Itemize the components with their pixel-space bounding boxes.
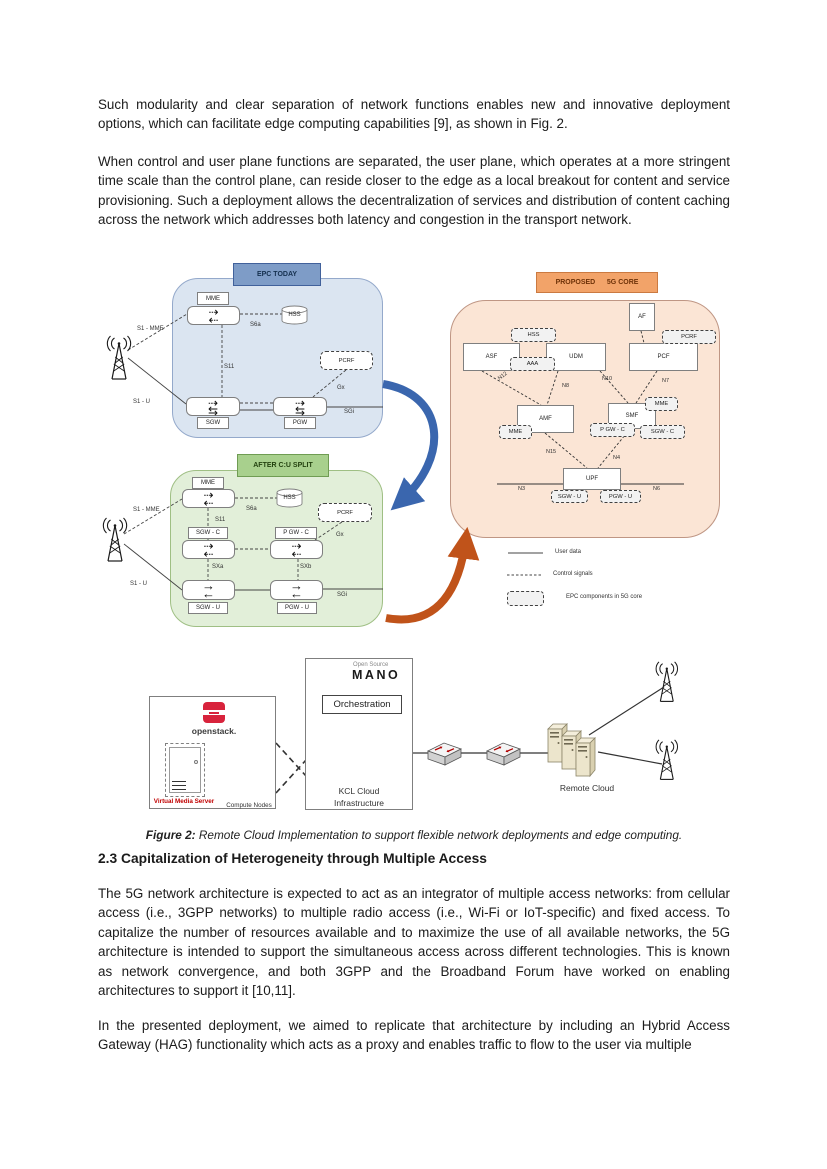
split-s1mme-label: S1 - MME	[133, 507, 160, 513]
split-mme-flow-box	[182, 489, 235, 508]
mano-box	[305, 658, 413, 810]
orchestration-box: Orchestration	[322, 695, 402, 714]
core-hss-box: HSS	[511, 328, 556, 342]
infra-links	[275, 686, 665, 794]
figure-2: EPC TODAY AFTER C:U SPLIT PROPOSED 5G CO…	[0, 256, 827, 822]
blue-transition-arrow	[382, 380, 439, 511]
figure-caption-label: Figure 2:	[145, 828, 196, 842]
legend-epc-components: EPC components in 5G core	[566, 594, 643, 600]
core-n6-label: N6	[653, 486, 661, 492]
core-pgwc-box: P GW - C	[590, 423, 635, 437]
core-sgwc-box: SGW - C	[640, 425, 685, 439]
split-sxa-label: SXa	[212, 564, 224, 570]
split-hss-label: HSS	[283, 495, 296, 501]
cell-tower-icon	[106, 335, 132, 380]
split-pgwu-box: PGW - U	[277, 602, 317, 614]
split-s11-label: S11	[215, 517, 226, 523]
virtual-media-server-label: Virtual Media Server	[153, 798, 215, 805]
compute-nodes-label: Compute Nodes	[226, 802, 272, 809]
router-icon	[486, 742, 521, 766]
antenna-icon	[655, 739, 679, 780]
paragraph-2: When control and user plane functions ar…	[98, 154, 730, 228]
paragraph-1: Such modularity and clear separation of …	[98, 97, 730, 132]
epc-pgw-flow-box	[273, 397, 327, 416]
epc-hss-label: HSS	[288, 312, 301, 318]
virtual-media-server-icon	[165, 743, 205, 797]
split-links	[123, 497, 383, 591]
section-heading: 2.3 Capitalization of Heterogeneity thro…	[98, 851, 487, 866]
split-sgwu-box: SGW - U	[188, 602, 228, 614]
core-n10-label: N10	[602, 376, 613, 382]
core-pcrf-box: PCRF	[662, 330, 716, 344]
openstack-logo-icon	[203, 702, 225, 723]
legend-epc-swatch	[507, 591, 544, 606]
orange-transition-arrow	[385, 526, 480, 624]
core-pcf-box: PCF	[629, 343, 698, 371]
core-n4-label: N4	[613, 455, 621, 461]
core-udm-box: UDM	[546, 343, 606, 371]
5g-core-title: PROPOSED 5G CORE	[536, 272, 658, 293]
figure-caption: Figure 2: Remote Cloud Implementation to…	[98, 828, 730, 842]
split-pgwc-flow-box	[270, 540, 323, 559]
epc-s1mme-label: S1 - MME	[137, 326, 164, 332]
split-pgwu-flow-box	[270, 580, 323, 600]
split-sgwu-flow-box	[182, 580, 235, 600]
split-sxb-label: SXb	[300, 564, 312, 570]
core-af-box: AF	[629, 303, 655, 331]
core-mme-smf-box: MME	[645, 397, 678, 411]
cell-tower-icon	[102, 517, 128, 562]
legend-user-data: User data	[555, 549, 582, 555]
epc-gx-label: Gx	[337, 385, 345, 391]
kcl-cloud-label-2: Infrastructure	[333, 798, 385, 808]
epc-pcrf-box: PCRF	[320, 351, 373, 370]
split-s6a-label: S6a	[246, 506, 257, 512]
epc-mme-box: MME	[197, 292, 229, 305]
remote-cloud-servers-icon	[547, 723, 596, 777]
epc-links	[127, 313, 383, 411]
epc-s1u-label: S1 - U	[133, 399, 151, 405]
core-pgwu-box: PGW - U	[600, 490, 641, 503]
split-s1u-label: S1 - U	[130, 581, 148, 587]
epc-pgw-box: PGW	[284, 417, 316, 429]
legend-samples	[507, 552, 543, 576]
after-split-title: AFTER C:U SPLIT	[237, 454, 329, 477]
split-gx-label: Gx	[336, 532, 344, 538]
core-n3-label: N3	[518, 486, 526, 492]
epc-s11-label: S11	[224, 364, 235, 370]
split-sgi-label: SGi	[337, 592, 348, 598]
mano-label: MANO	[352, 668, 401, 682]
open-source-label: Open Source	[353, 662, 389, 668]
core-mme-amf-box: MME	[499, 425, 532, 439]
openstack-label: openstack.	[191, 726, 237, 736]
split-pgwc-box: P GW - C	[275, 527, 317, 539]
remote-cloud-label: Remote Cloud	[559, 783, 615, 793]
epc-sgw-flow-box	[186, 397, 240, 416]
split-pcrf-box: PCRF	[318, 503, 372, 522]
split-sgwc-box: SGW - C	[188, 527, 228, 539]
split-sgwc-flow-box	[182, 540, 235, 559]
legend-control-signals: Control signals	[553, 571, 593, 577]
epc-s6a-label: S6a	[250, 322, 261, 328]
paragraph-4: In the presented deployment, we aimed to…	[98, 1018, 730, 1053]
core-n15-label: N15	[546, 449, 557, 455]
router-icon	[427, 742, 462, 766]
figure-caption-text: Remote Cloud Implementation to support f…	[195, 828, 683, 842]
epc-today-title: EPC TODAY	[233, 263, 321, 286]
antenna-icon	[655, 661, 679, 702]
epc-sgw-box: SGW	[197, 417, 229, 429]
core-n7-label: N7	[662, 378, 670, 384]
kcl-cloud-label-1: KCL Cloud	[338, 786, 380, 796]
epc-sgi-label: SGi	[344, 409, 355, 415]
core-sgwu-box: SGW - U	[551, 490, 588, 503]
core-aaa-box: AAA	[510, 357, 555, 371]
core-n8-label: N8	[562, 383, 570, 389]
paragraph-3: The 5G network architecture is expected …	[98, 886, 730, 999]
core-upf-box: UPF	[563, 468, 621, 490]
epc-mme-flow-box	[187, 306, 240, 325]
